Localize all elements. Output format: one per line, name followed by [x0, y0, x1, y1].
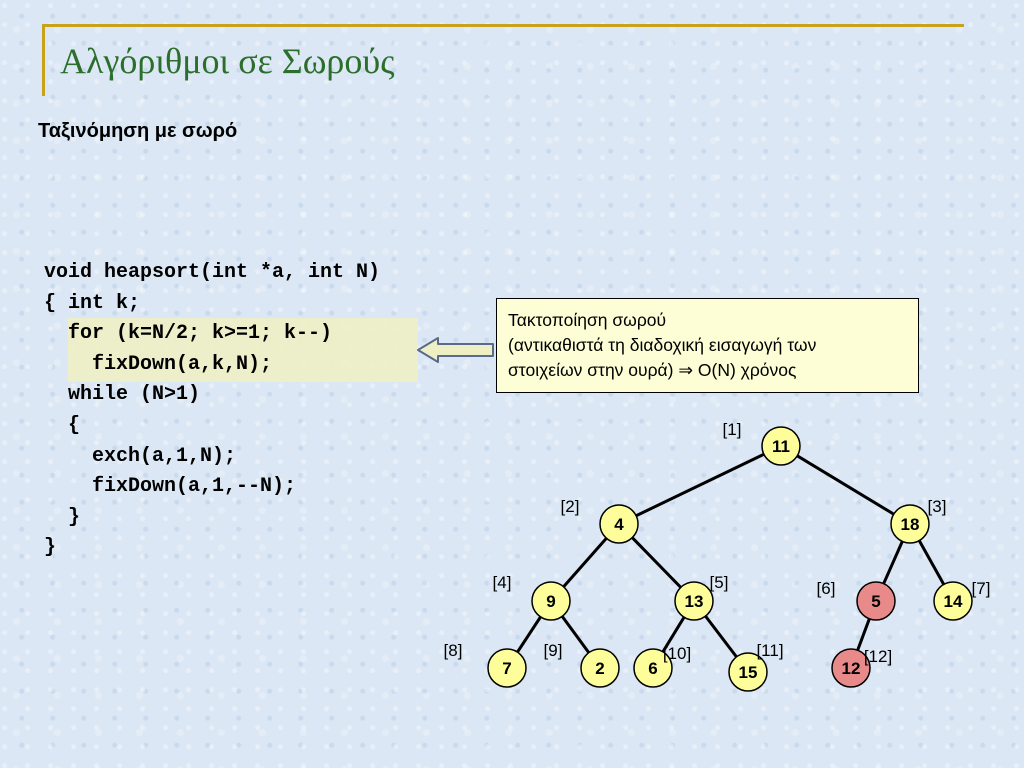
tree-edge — [516, 616, 542, 653]
heap-index-label: [12] — [864, 647, 892, 666]
heap-node-value: 7 — [502, 659, 511, 678]
code-line: fixDown(a,k,N); — [44, 352, 273, 376]
heap-node-circle — [531, 581, 571, 621]
heap-index-label: [6] — [817, 579, 836, 598]
code-block: void heapsort(int *a, int N) { int k; fo… — [44, 258, 380, 564]
slide-title: Αλγόριθμοι σε Σωρούς — [60, 41, 395, 81]
heap-node-circle — [761, 426, 801, 466]
heap-node: 18 — [890, 504, 930, 544]
code-line: while (N>1) — [44, 383, 201, 407]
code-line: } — [44, 536, 57, 560]
heap-node: 5 — [856, 581, 896, 621]
note-line-1: Τακτοποίηση σωρού — [508, 310, 667, 330]
tree-edge — [704, 615, 738, 658]
title-frame-left — [42, 24, 45, 96]
heap-node-value: 5 — [871, 592, 880, 611]
tree-edge — [561, 615, 590, 654]
heap-node-value: 12 — [842, 659, 861, 678]
heap-node: 6 — [633, 648, 673, 688]
heap-node-value: 15 — [739, 663, 758, 682]
heap-node-circle — [856, 581, 896, 621]
code-line: fixDown(a,1,--N); — [44, 475, 297, 499]
code-line: exch(a,1,N); — [44, 444, 237, 468]
title-frame-top — [42, 24, 964, 27]
heap-node-value: 9 — [546, 592, 555, 611]
tree-edge — [882, 540, 904, 585]
tree-edge — [917, 539, 946, 586]
heap-node-circle — [599, 504, 639, 544]
heap-node-circle — [487, 648, 527, 688]
heap-index-label: [7] — [972, 579, 991, 598]
heap-index-label: [3] — [928, 497, 947, 516]
heap-node-value: 11 — [772, 437, 790, 456]
heap-node: 9 — [531, 581, 571, 621]
note-line-2: (αντικαθιστά τη διαδοχική εισαγωγή των — [508, 335, 817, 355]
heap-index-label: [5] — [710, 573, 729, 592]
heap-index-label: [11] — [756, 641, 783, 660]
tree-edge — [562, 537, 608, 588]
heap-node-value: 18 — [901, 515, 920, 534]
heap-node-circle — [831, 648, 871, 688]
code-highlight — [68, 318, 418, 382]
code-line: for (k=N/2; k>=1; k--) — [44, 322, 333, 346]
heap-index-label: [2] — [561, 497, 580, 516]
heap-node: 11 — [761, 426, 801, 466]
heap-node-value: 14 — [944, 592, 963, 611]
heap-node-value: 6 — [648, 659, 657, 678]
code-line: } — [44, 505, 81, 529]
heap-index-label: [1] — [723, 420, 742, 439]
heap-index-label: [4] — [493, 573, 512, 592]
heap-node-circle — [580, 648, 620, 688]
tree-edge — [856, 618, 871, 651]
tree-edge — [631, 536, 682, 589]
heap-index-label: [9] — [544, 641, 563, 660]
code-line: { — [44, 413, 81, 437]
heap-node: 7 — [487, 648, 527, 688]
heap-node-value: 13 — [685, 592, 704, 611]
heap-node: 13 — [674, 581, 714, 621]
tree-edge — [661, 616, 686, 653]
heap-node: 12 — [831, 648, 871, 688]
tree-edge — [635, 452, 765, 518]
code-line: void heapsort(int *a, int N) — [44, 261, 381, 284]
heap-node: 15 — [728, 652, 768, 692]
heap-node-circle — [933, 581, 973, 621]
heap-node: 14 — [933, 581, 973, 621]
slide-subtitle: Ταξινόμηση με σωρό — [38, 120, 238, 142]
heap-node-circle — [890, 504, 930, 544]
heap-node-circle — [674, 581, 714, 621]
tree-edge — [796, 454, 895, 516]
note-box: Τακτοποίηση σωρού (αντικαθιστά τη διαδοχ… — [496, 298, 919, 393]
heap-node-circle — [728, 652, 768, 692]
heap-node: 2 — [580, 648, 620, 688]
heap-node-value: 4 — [614, 515, 624, 534]
heap-node-circle — [633, 648, 673, 688]
code-line: { int k; — [44, 291, 141, 315]
heap-node: 4 — [599, 504, 639, 544]
heap-index-label: [10] — [663, 644, 691, 663]
heap-index-label: [8] — [444, 641, 463, 660]
heap-node-value: 2 — [595, 659, 604, 678]
note-line-3: στοιχείων στην ουρά) ⇒ Ο(Ν) χρόνος — [508, 360, 797, 380]
left-arrow-icon — [417, 337, 494, 363]
